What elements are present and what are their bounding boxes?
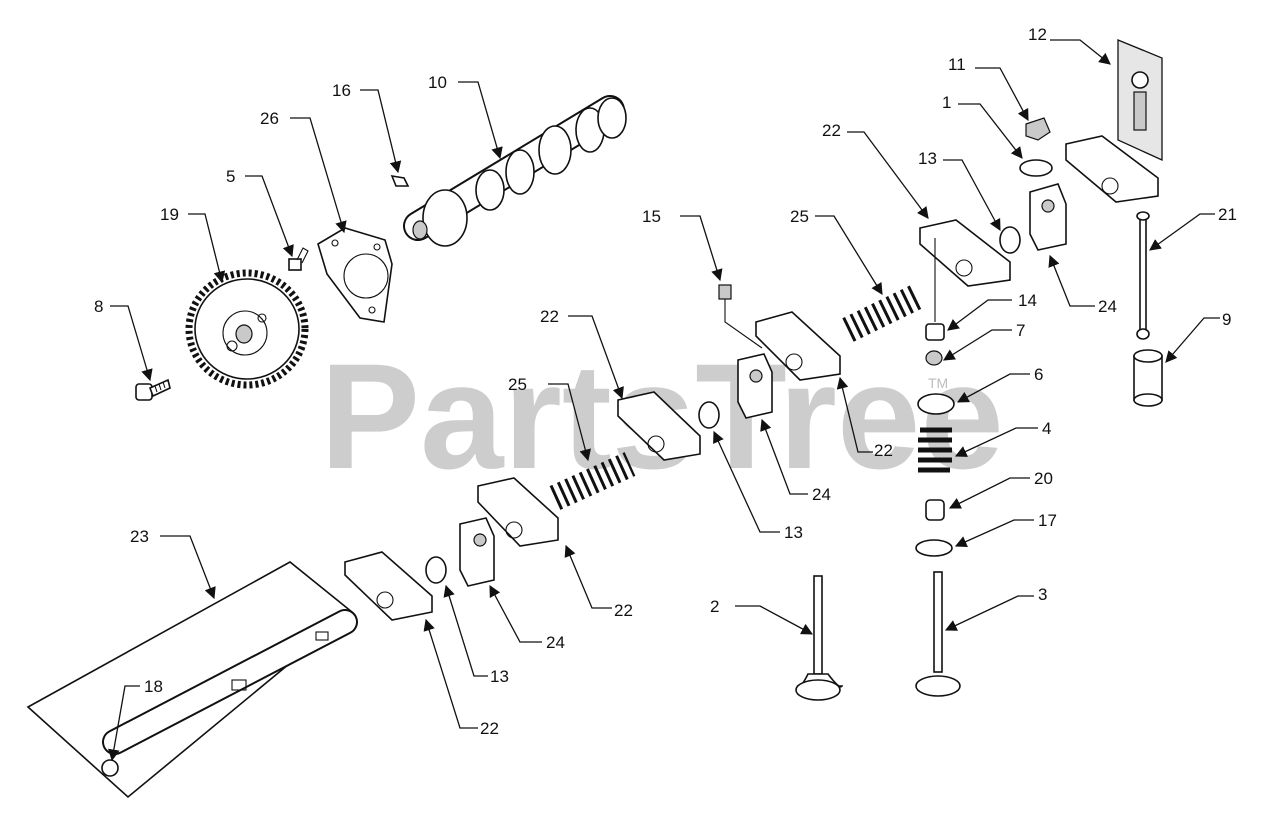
washer-1 — [1019, 159, 1053, 177]
rocker-shaft-23 — [26, 561, 358, 799]
cam-gear — [185, 269, 309, 389]
callout-23: 23 — [130, 527, 149, 546]
callout-17: 17 — [1038, 511, 1057, 530]
callout-leaders — [108, 39, 1220, 762]
tappet-9 — [1133, 349, 1163, 407]
rocker-arm-22-c — [617, 391, 701, 461]
stud-15 — [718, 284, 763, 349]
callout-4: 4 — [1042, 419, 1051, 438]
callout-2: 2 — [710, 597, 719, 616]
valve-2 — [795, 575, 844, 701]
callout-20: 20 — [1034, 469, 1053, 488]
bolt-8 — [135, 378, 171, 401]
callout-8: 8 — [94, 297, 103, 316]
callout-24-lower: 24 — [546, 633, 565, 652]
callout-22-lower-mid: 22 — [614, 601, 633, 620]
callout-25-lower: 25 — [508, 375, 527, 394]
callout-16: 16 — [332, 81, 351, 100]
callout-18: 18 — [144, 677, 163, 696]
keeper-7 — [925, 350, 943, 366]
rocker-arm-22-b — [477, 477, 559, 547]
callout-19: 19 — [160, 205, 179, 224]
rocker-arm-22-a — [344, 551, 433, 621]
callout-22-mid: 22 — [540, 307, 559, 326]
callout-13-mid: 13 — [784, 523, 803, 542]
rocker-arm-upper — [1065, 135, 1159, 203]
screw-5 — [288, 247, 309, 271]
callout-13-upper: 13 — [918, 149, 937, 168]
callout-5: 5 — [226, 167, 235, 186]
clip-16 — [390, 174, 410, 187]
spring-25-b — [842, 284, 924, 342]
callout-9: 9 — [1222, 310, 1231, 329]
seal-20 — [925, 499, 945, 521]
callout-24-upper: 24 — [1098, 297, 1117, 316]
watermark-tm: TM — [928, 375, 948, 391]
callout-25-upper: 25 — [790, 207, 809, 226]
callout-12: 12 — [1028, 25, 1047, 44]
spring-25-a — [549, 452, 636, 510]
valve-3 — [915, 571, 961, 697]
callout-15: 15 — [642, 207, 661, 226]
washer-17 — [915, 539, 953, 557]
callout-11: 11 — [948, 55, 966, 74]
callout-24-mid: 24 — [812, 485, 831, 504]
washer-13-c — [999, 226, 1021, 254]
callout-13-lower: 13 — [490, 667, 509, 686]
camshaft-10 — [403, 95, 627, 247]
washer-13-a — [425, 556, 447, 584]
rocker-arm-22-d — [755, 311, 841, 381]
callout-22-upper: 22 — [822, 121, 841, 140]
callouts: 12 11 1 13 22 24 21 9 14 7 6 4 20 17 3 2… — [94, 25, 1237, 738]
callout-22-bottom: 22 — [480, 719, 499, 738]
plate-26 — [317, 227, 393, 323]
bracket-24-c — [1029, 183, 1067, 251]
washer-13-b — [698, 401, 720, 429]
bracket-24-a — [459, 517, 495, 587]
nut-11 — [1025, 117, 1051, 141]
pushrod-21 — [1136, 211, 1150, 340]
callout-1: 1 — [942, 93, 951, 112]
valve-spring-4 — [918, 427, 952, 473]
callout-22-mid-right: 22 — [874, 441, 893, 460]
inset-12 — [1117, 39, 1163, 162]
bracket-24-b — [737, 353, 773, 419]
rocker-arm-22-e — [919, 219, 1011, 287]
callout-21: 21 — [1218, 205, 1237, 224]
cap-14 — [925, 323, 945, 341]
callout-10: 10 — [428, 73, 447, 92]
callout-26: 26 — [260, 109, 279, 128]
callout-3: 3 — [1038, 585, 1047, 604]
callout-6: 6 — [1034, 365, 1043, 384]
callout-7: 7 — [1016, 321, 1025, 340]
retainer-6 — [917, 393, 955, 415]
callout-14: 14 — [1018, 291, 1037, 310]
